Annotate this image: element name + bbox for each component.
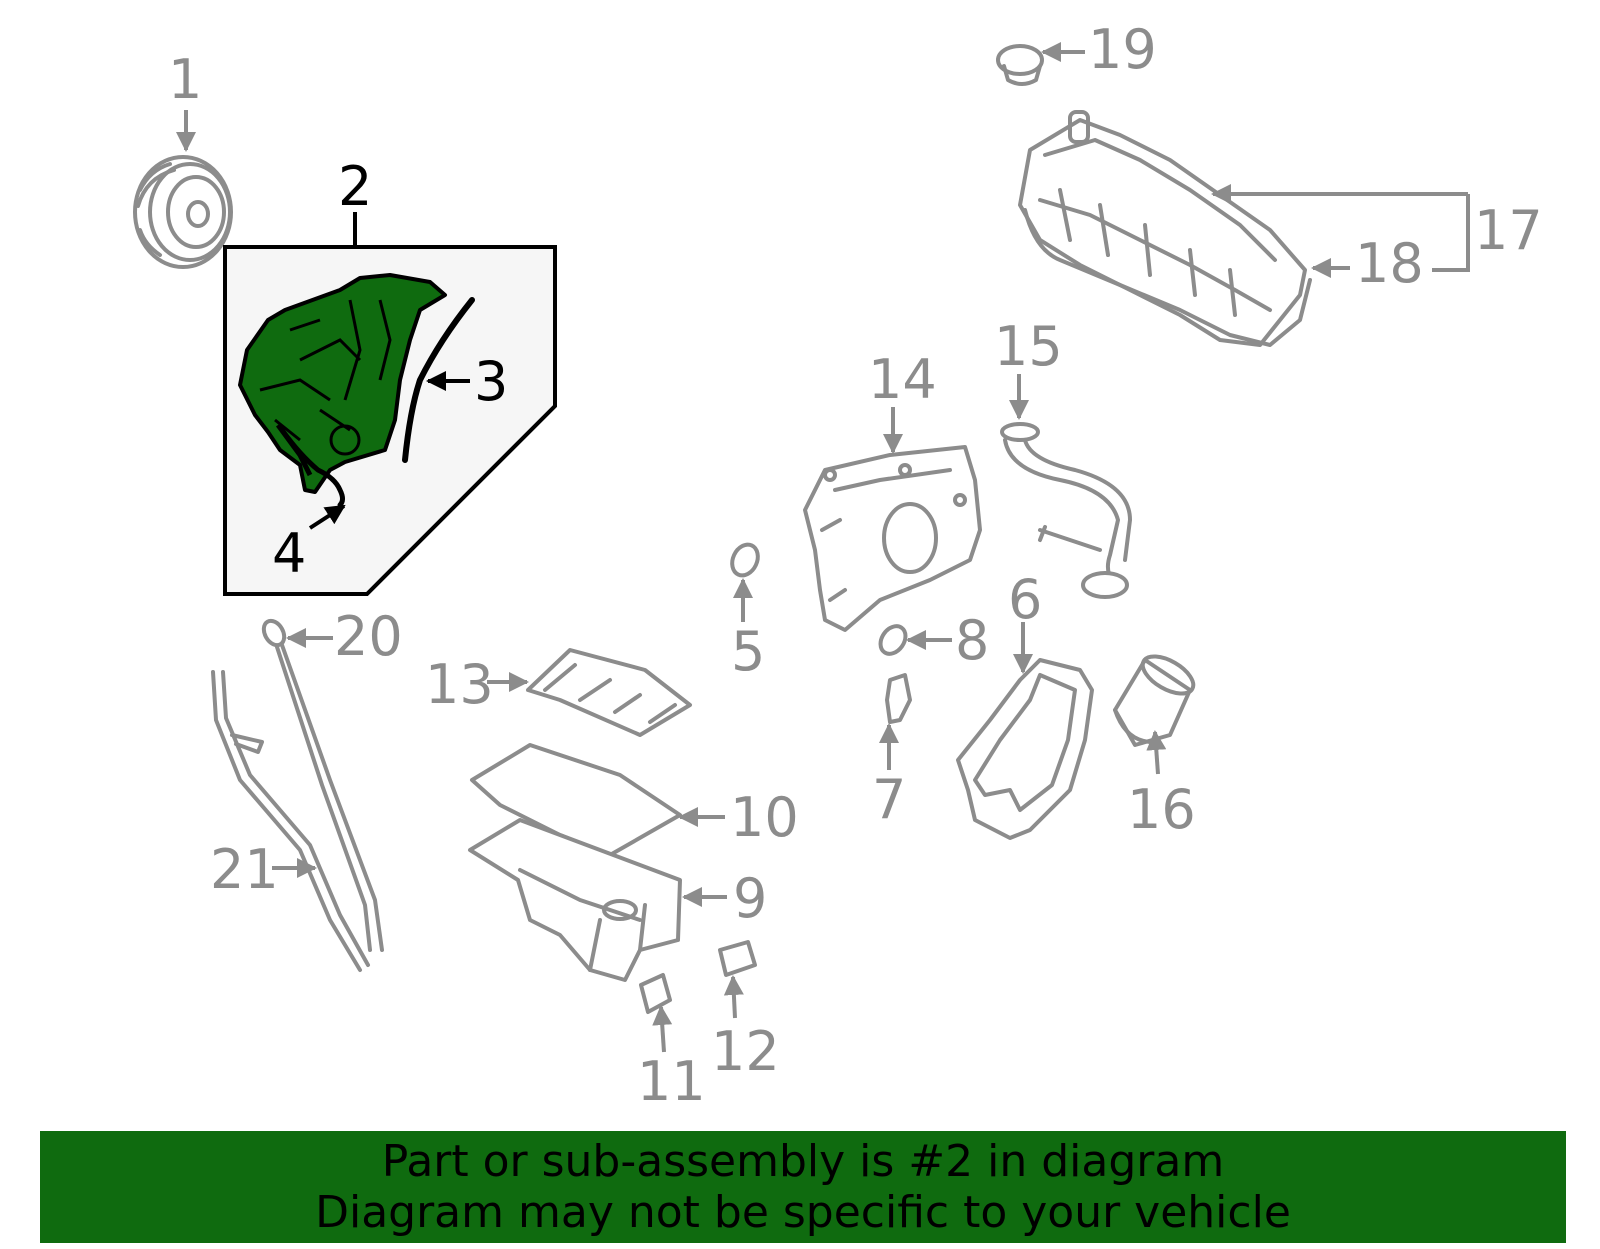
dipstick-part[interactable] xyxy=(260,617,384,952)
oil-pan-part[interactable] xyxy=(468,818,682,982)
oil-pickup-tube-part[interactable] xyxy=(1000,422,1132,599)
callout-4: 4 xyxy=(272,522,306,585)
callout-7: 7 xyxy=(872,768,906,831)
crankshaft-pulley-part[interactable] xyxy=(133,155,233,269)
callout-11: 11 xyxy=(637,1050,706,1113)
callout-17: 17 xyxy=(1474,199,1543,262)
bracket-17 xyxy=(1432,194,1470,272)
callout-2: 2 xyxy=(338,155,372,218)
callout-3: 3 xyxy=(474,350,508,413)
oil-filter-part[interactable] xyxy=(1113,649,1199,747)
callout-21: 21 xyxy=(210,838,279,901)
rear-cover-plate-part[interactable] xyxy=(803,445,982,632)
cover-plate-part-12[interactable] xyxy=(718,940,757,977)
timing-cover-seal-part[interactable] xyxy=(402,297,475,463)
callout-1: 1 xyxy=(168,48,202,111)
notice-line-2: Diagram may not be specific to your vehi… xyxy=(315,1187,1291,1238)
callout-5: 5 xyxy=(731,620,765,683)
callout-16: 16 xyxy=(1127,778,1196,841)
valve-cover-gasket-part[interactable] xyxy=(1023,208,1312,347)
callout-12: 12 xyxy=(711,1020,780,1083)
leader-line-12 xyxy=(723,975,744,1019)
callout-20: 20 xyxy=(334,605,403,668)
bracket-part-7[interactable] xyxy=(885,673,912,724)
callout-13: 13 xyxy=(425,653,494,716)
leader-line-4 xyxy=(308,504,346,530)
notice-line-1: Part or sub-assembly is #2 in diagram xyxy=(381,1136,1225,1187)
callout-8: 8 xyxy=(955,609,989,672)
timing-cover-gasket-part[interactable] xyxy=(279,427,345,508)
callout-10: 10 xyxy=(730,786,799,849)
callout-15: 15 xyxy=(994,315,1063,378)
callout-9: 9 xyxy=(733,867,767,930)
notice-banner: Part or sub-assembly is #2 in diagram Di… xyxy=(40,1131,1566,1243)
oil-baffle-part[interactable] xyxy=(526,648,692,737)
leader-line-16 xyxy=(1146,730,1167,775)
leader-line-11 xyxy=(652,1005,673,1053)
valve-cover-part[interactable] xyxy=(1018,110,1307,347)
engine-cover-part-6[interactable] xyxy=(956,658,1094,840)
drain-plate-part-11[interactable] xyxy=(639,973,672,1014)
dipstick-tube-part[interactable] xyxy=(211,670,370,972)
callout-19: 19 xyxy=(1088,18,1157,81)
seal-part-5[interactable] xyxy=(727,540,762,579)
callout-18: 18 xyxy=(1355,232,1424,295)
oil-filler-cap-part[interactable] xyxy=(996,44,1044,86)
o-ring-part-8[interactable] xyxy=(875,621,910,658)
callout-14: 14 xyxy=(868,348,937,411)
callout-6: 6 xyxy=(1008,568,1042,631)
